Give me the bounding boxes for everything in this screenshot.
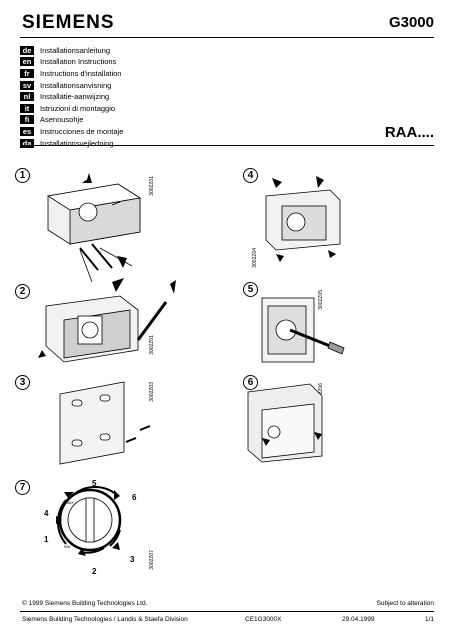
language-code: fr bbox=[20, 68, 34, 78]
language-code: fi bbox=[20, 115, 34, 125]
step-6-number: 6 bbox=[243, 375, 258, 390]
header-rule bbox=[20, 37, 434, 38]
alteration-note: Subject to alteration bbox=[376, 600, 434, 607]
language-title: Installatie-aanwijzing bbox=[40, 92, 110, 102]
model-number: RAA.... bbox=[384, 124, 434, 141]
dial-label: 3 bbox=[130, 555, 135, 564]
language-row: da Installationsvejledning bbox=[20, 138, 123, 149]
language-title: Instructions d'installation bbox=[40, 68, 122, 78]
document-date: 29.04.1999 bbox=[342, 616, 375, 623]
footer-rule bbox=[20, 611, 434, 612]
language-row: en Installation Instructions bbox=[20, 57, 123, 68]
language-code: de bbox=[20, 45, 34, 55]
language-row: nl Installatie-aanwijzing bbox=[20, 91, 123, 102]
dial-label: 5 bbox=[92, 479, 97, 488]
step-4-number: 4 bbox=[243, 168, 258, 183]
step-3-number: 3 bbox=[15, 375, 30, 390]
dial-label: 1 bbox=[44, 535, 49, 544]
language-row: de Installationsanleitung bbox=[20, 45, 123, 56]
language-row: es Instrucciones de montaje bbox=[20, 126, 123, 137]
language-code: it bbox=[20, 103, 34, 113]
step-1-number: 1 bbox=[15, 168, 30, 183]
language-title: Asennusohje bbox=[40, 115, 84, 125]
step-2-number: 2 bbox=[15, 284, 30, 299]
dial-small-label: MIN bbox=[64, 545, 71, 549]
language-title: Installation Instructions bbox=[40, 57, 117, 67]
siemens-logo: SIEMENS bbox=[22, 12, 115, 33]
dial-label: 6 bbox=[132, 493, 137, 502]
language-title: Installationsvejledning bbox=[40, 138, 114, 148]
copyright-text: © 1999 Siemens Building Technologies Ltd… bbox=[22, 600, 148, 607]
language-list: de Installationsanleitung en Installation … bbox=[20, 45, 123, 149]
language-row: it Istruzioni di montaggio bbox=[20, 103, 123, 114]
step-5-number: 5 bbox=[243, 282, 258, 297]
language-row: fr Instructions d'installation bbox=[20, 68, 123, 79]
dial-label: 4 bbox=[44, 509, 49, 518]
language-code: en bbox=[20, 57, 34, 67]
dial-label: 2 bbox=[92, 567, 97, 576]
language-code: nl bbox=[20, 92, 34, 102]
section-rule bbox=[20, 145, 434, 146]
language-code: da bbox=[20, 138, 34, 148]
document-number: G3000 bbox=[388, 14, 434, 31]
language-row: sv Installationsanvisning bbox=[20, 80, 123, 91]
language-row: fi Asennusohje bbox=[20, 115, 123, 126]
language-title: Installationsanleitung bbox=[40, 45, 111, 55]
page-number: 1/1 bbox=[424, 616, 434, 623]
language-title: Installationsanvisning bbox=[40, 80, 112, 90]
language-code: es bbox=[20, 126, 34, 136]
step-7-number: 7 bbox=[15, 480, 30, 495]
language-title: Instrucciones de montaje bbox=[40, 126, 124, 136]
dial-small-label: MAX bbox=[66, 501, 74, 505]
division-text: Siemens Building Technologies / Landis &… bbox=[22, 616, 188, 623]
language-title: Istruzioni di montaggio bbox=[40, 103, 116, 113]
document-id: CE1G3000X bbox=[245, 616, 282, 623]
language-code: sv bbox=[20, 80, 34, 90]
